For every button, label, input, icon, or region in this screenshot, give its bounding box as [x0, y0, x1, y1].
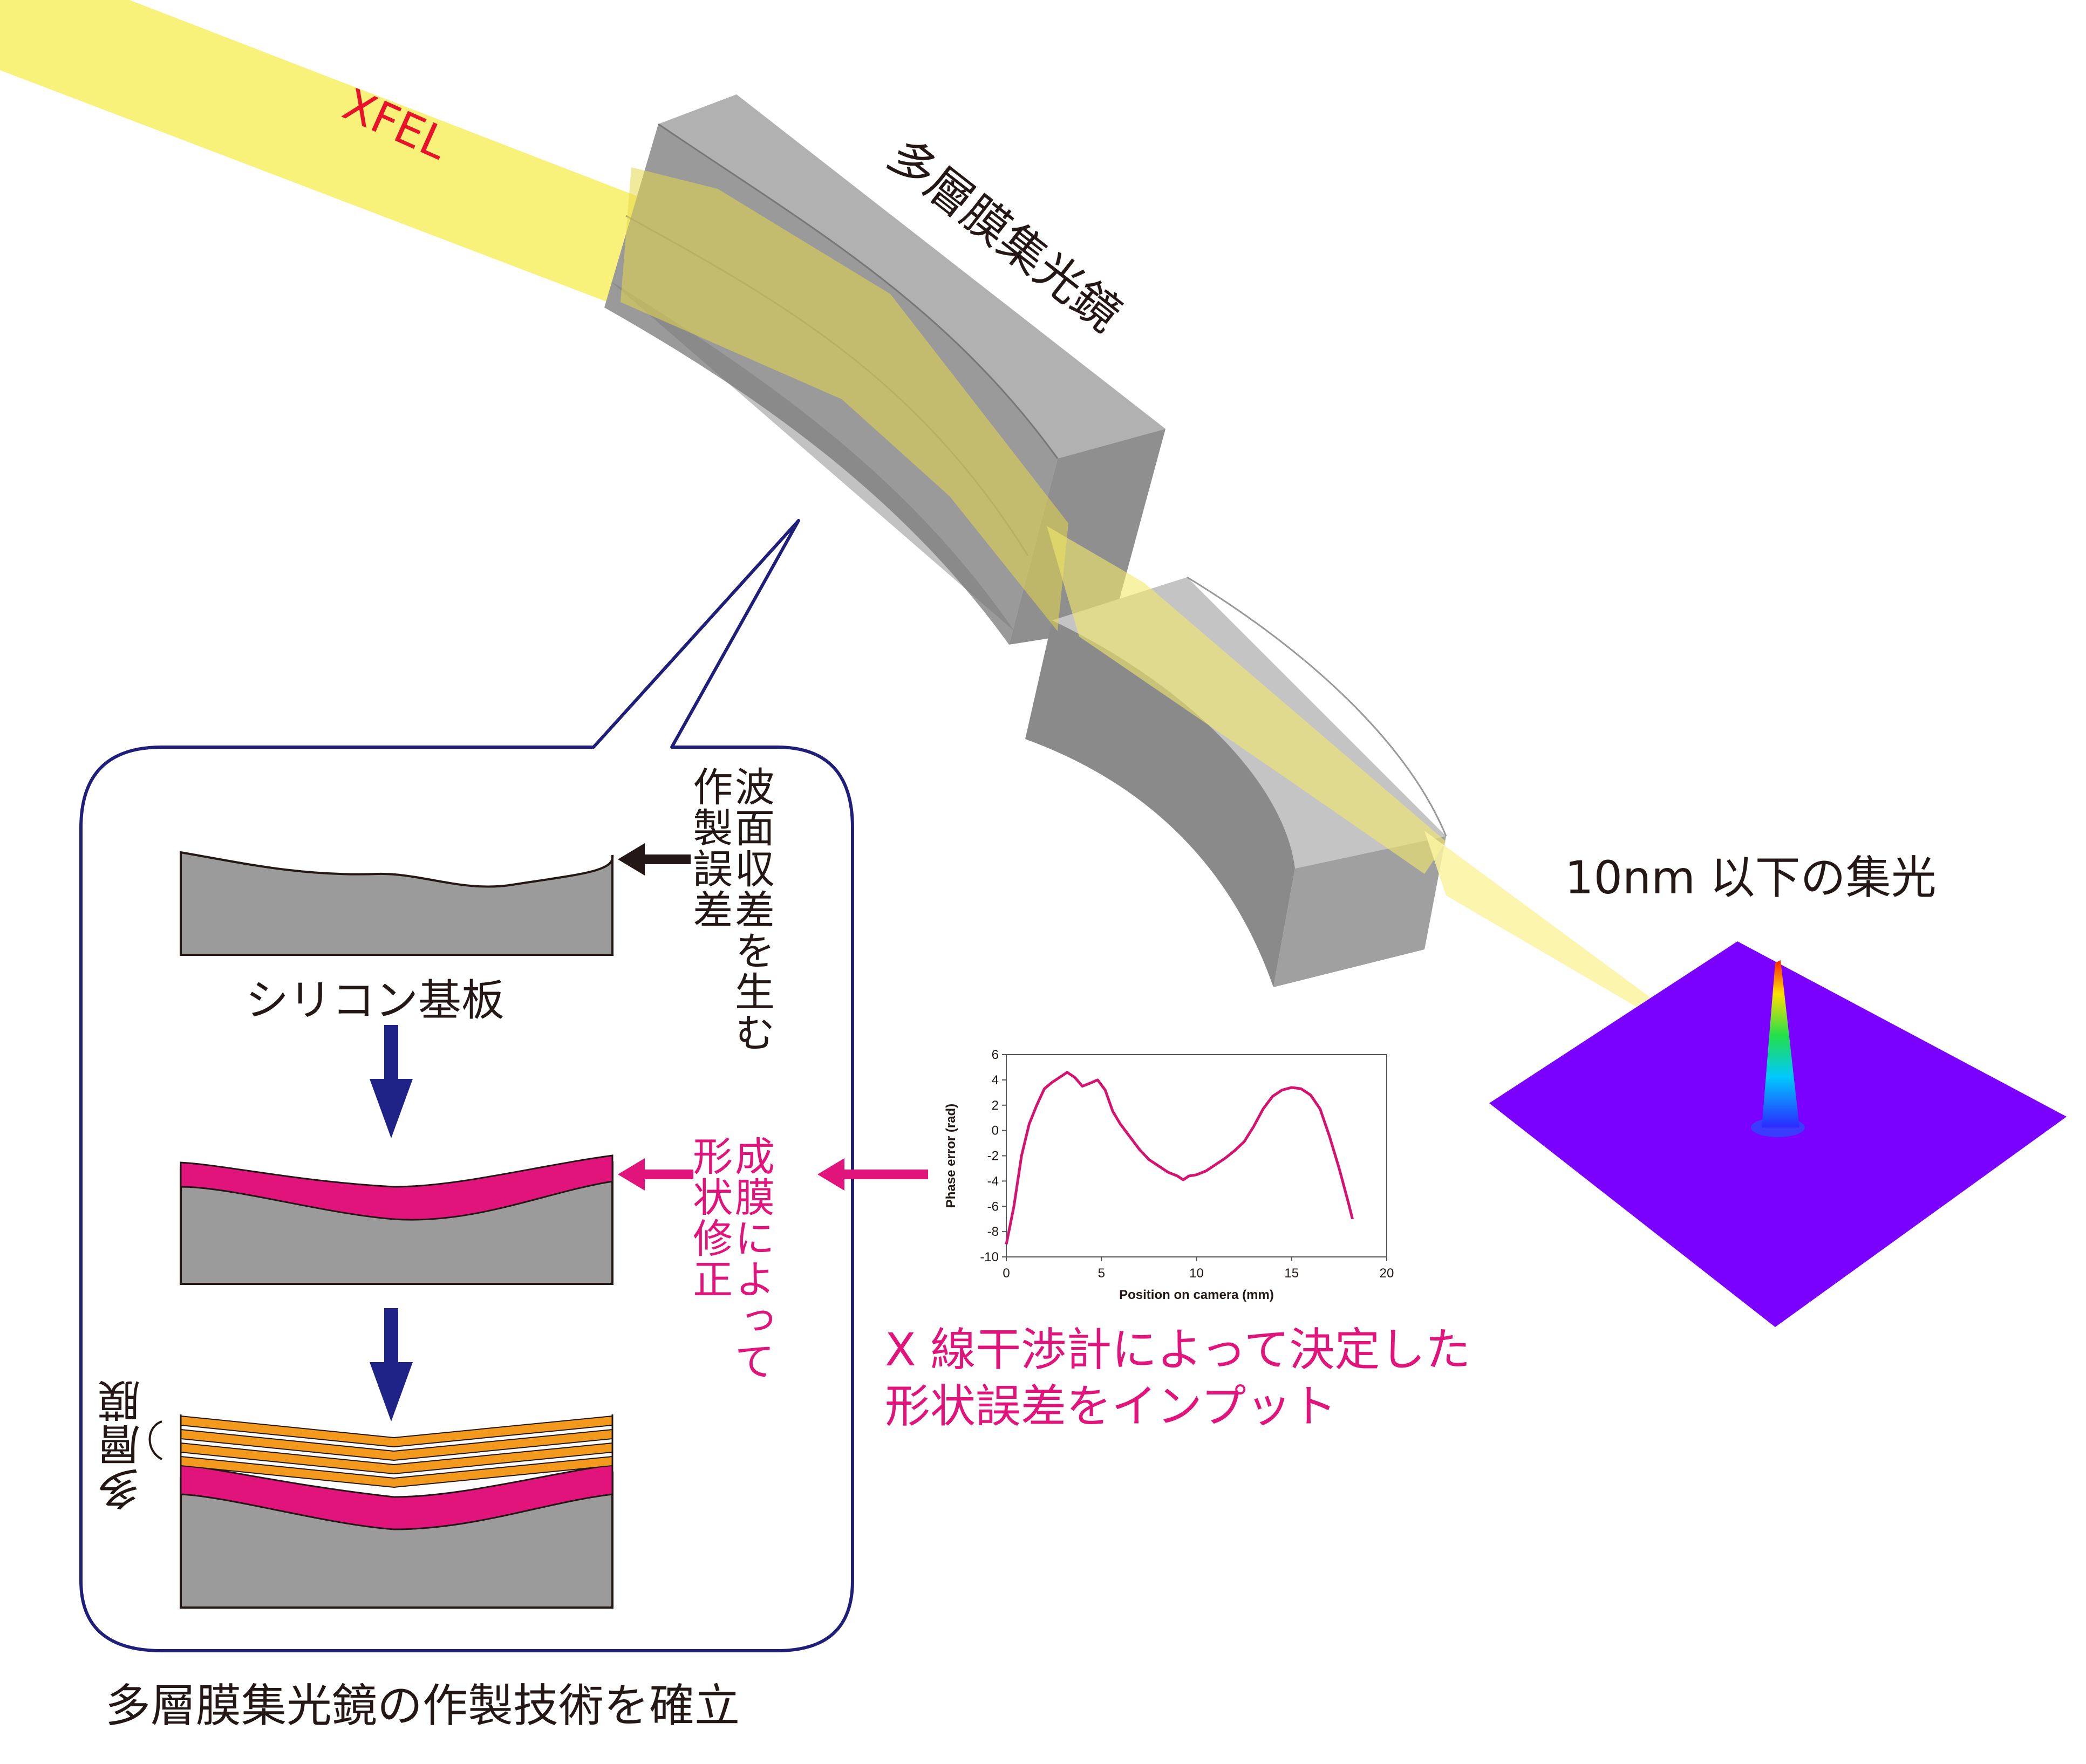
substrate-label: シリコン基板	[246, 975, 505, 1025]
y-tick-label: -10	[980, 1250, 999, 1264]
x-tick-label: 15	[1284, 1266, 1299, 1281]
panel-caption: 多層膜集光鏡の作製技術を確立	[105, 1679, 740, 1732]
process-arrow-2	[370, 1308, 413, 1421]
chart-y-axis-label: Phase error (rad)	[944, 1104, 958, 1208]
error-note: 波面収差を生む 作製誤差	[686, 766, 775, 1053]
y-tick-label: 0	[992, 1124, 999, 1138]
xfel-beam-on-mirror	[621, 167, 1068, 631]
xfel-beam-between	[1047, 526, 1446, 874]
substrate-with-correction	[180, 1154, 613, 1285]
y-tick-label: -4	[987, 1174, 999, 1188]
error-pointer-arrow	[618, 843, 691, 876]
chart-x-axis-label: Position on camera (mm)	[1119, 1288, 1274, 1302]
focus-peak	[1762, 960, 1799, 1127]
y-tick-label: -8	[987, 1225, 999, 1239]
multilayer-label: 多層膜	[97, 1378, 147, 1511]
phase-error-series-line	[1005, 1071, 1354, 1245]
y-tick-label: -2	[987, 1149, 999, 1164]
x-tick-label: 10	[1189, 1266, 1204, 1281]
y-tick-label: 6	[992, 1048, 999, 1062]
y-tick-label: 2	[992, 1098, 999, 1113]
correction-arrow-to-substrate	[618, 1158, 693, 1191]
y-tick-label: 4	[992, 1073, 999, 1088]
correction-note: 成膜によって 形状修正	[686, 1136, 775, 1382]
callout-frame	[79, 519, 854, 1652]
multilayer-brace	[148, 1420, 162, 1460]
multilayer-stack	[180, 1414, 613, 1609]
x-tick-label: 5	[1098, 1266, 1105, 1281]
x-tick-label: 20	[1380, 1266, 1394, 1281]
chart-plot-area	[1006, 1054, 1387, 1257]
silicon-substrate	[180, 851, 614, 956]
process-arrow-1	[370, 1025, 413, 1138]
input-note-line1: X 線干渉計によって決定した	[885, 1323, 1471, 1376]
x-tick-label: 0	[1003, 1266, 1010, 1281]
y-tick-label: -6	[987, 1199, 999, 1214]
input-note-line2: 形状誤差をインプット	[885, 1380, 1337, 1433]
input-arrow-from-interferometer	[817, 1158, 928, 1191]
focus-label: 10nm 以下の集光	[1565, 851, 1937, 904]
